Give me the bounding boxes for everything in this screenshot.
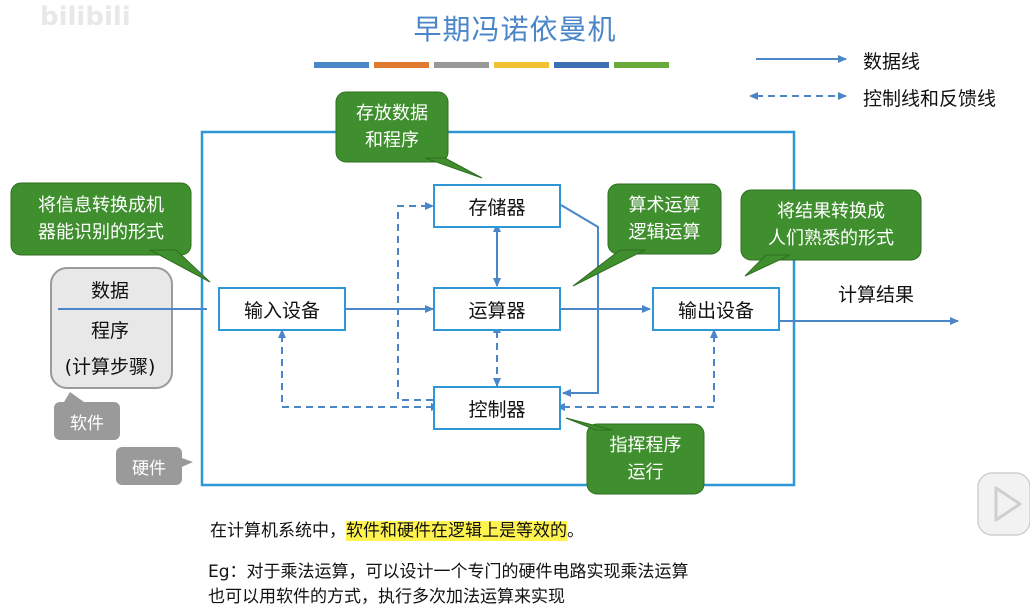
hardware-tag-shape (116, 447, 193, 485)
data-line-memory-control (560, 204, 599, 397)
hardware-tag: 硬件 (132, 458, 166, 479)
alu-box: 运算器 (433, 287, 561, 331)
color-bar-segment (374, 62, 429, 68)
result-label: 计算结果 (838, 284, 915, 306)
input-device-label: 输入设备 (243, 299, 320, 322)
callout-output-shape (740, 189, 922, 277)
memory-box: 存储器 (433, 184, 561, 228)
color-bar-segment (554, 62, 609, 68)
callout-input-shape (10, 182, 211, 283)
bilibili-watermark: bilibili (40, 2, 131, 32)
callout-alu-shape (572, 183, 722, 287)
note-line-1-prefix: 在计算机系统中， (210, 521, 346, 541)
control-unit-label: 控制器 (468, 398, 526, 421)
control-line-output (556, 329, 718, 411)
software-box (50, 267, 173, 389)
legend-data-label: 数据线 (863, 51, 921, 73)
page-title: 早期冯诺依曼机 (413, 13, 617, 46)
color-bar-segment (614, 62, 669, 68)
callout-control: 指挥程序 运行 (609, 435, 682, 483)
software-tag: 软件 (70, 413, 104, 434)
alu-label: 运算器 (468, 299, 526, 322)
callout-input: 将信息转换成机 器能识别的形式 (38, 195, 164, 243)
note-line-2: Eg：对于乘法运算，可以设计一个专门的硬件电路实现乘法运算 (208, 562, 689, 582)
legend-control-label: 控制线和反馈线 (863, 88, 997, 110)
callout-store: 存放数据 和程序 (356, 103, 428, 151)
note-line-1-suffix: 。 (567, 521, 584, 541)
control-lines (278, 202, 718, 411)
input-device-box: 输入设备 (218, 287, 346, 331)
control-line-input (278, 329, 440, 411)
tag-shapes (54, 392, 193, 485)
play-button-icon (977, 472, 1030, 536)
callout-alu: 算术运算 逻辑运算 (628, 195, 701, 243)
output-device-label: 输出设备 (677, 299, 754, 322)
memory-label: 存储器 (468, 196, 526, 219)
color-bar-segment (314, 62, 369, 68)
note-line-3: 也可以用软件的方式，执行多次加法运算来实现 (208, 587, 565, 607)
callout-store-shape (335, 91, 483, 179)
software-tag-shape (54, 392, 120, 440)
title-color-bar (314, 62, 669, 68)
software-program-label: 程序 (90, 320, 129, 342)
note-line-1: 在计算机系统中，软件和硬件在逻辑上是等效的。 (210, 516, 584, 541)
callout-control-shape (565, 417, 705, 495)
callout-output: 将结果转换成 人们熟悉的形式 (768, 201, 894, 249)
software-data-label: 数据 (90, 280, 129, 302)
callout-shapes (10, 91, 922, 495)
control-line-memory (397, 202, 434, 401)
color-bar-segment (434, 62, 489, 68)
color-bar-segment (494, 62, 549, 68)
software-steps-label: (计算步骤) (64, 356, 156, 378)
control-unit-box: 控制器 (433, 386, 561, 430)
note-line-1-highlight: 软件和硬件在逻辑上是等效的 (346, 521, 567, 541)
output-device-box: 输出设备 (652, 287, 780, 331)
